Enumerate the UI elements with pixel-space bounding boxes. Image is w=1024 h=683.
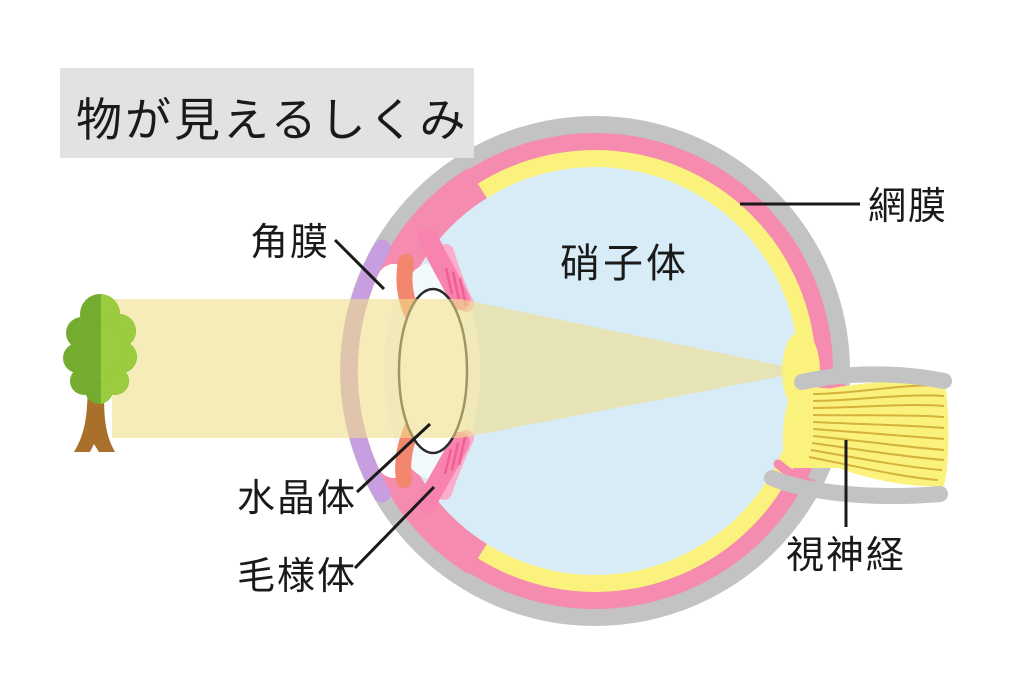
fovea-bulge (782, 331, 820, 411)
tree (63, 294, 137, 452)
label-vitreous-body: 硝子体 (560, 242, 689, 286)
label-cornea: 角膜 (250, 222, 330, 264)
title-box: 物が見えるしくみ (60, 68, 474, 158)
page-title: 物が見えるしくみ (76, 94, 468, 146)
title-background (60, 68, 474, 158)
zonule-fiber-icon (451, 271, 461, 301)
leader-line-lens (355, 422, 432, 494)
nerve-fiber-stripes (808, 384, 945, 481)
leader-lines (333, 202, 860, 570)
label-ciliary-body: 毛様体 (237, 556, 357, 598)
optic-nerve (764, 331, 952, 505)
zonule-fiber-icon (450, 442, 460, 471)
label-optic-nerve: 視神経 (786, 535, 906, 577)
nerve-sheath-bottom (764, 470, 948, 505)
zonule-fiber-icon (457, 436, 467, 466)
tree-trunk (74, 385, 115, 452)
tree-crown-light (101, 294, 137, 404)
zonule-fiber-icon (444, 267, 454, 295)
light-beam (112, 299, 793, 438)
label-retina: 網膜 (868, 186, 948, 228)
leader-line-ciliary-body (353, 485, 436, 570)
ciliary-body-bottom (416, 430, 474, 514)
nerve-sheath-top (794, 366, 952, 390)
leader-line-cornea (333, 238, 386, 291)
label-lens: 水晶体 (237, 478, 357, 520)
zonule-fiber-icon (443, 448, 453, 475)
